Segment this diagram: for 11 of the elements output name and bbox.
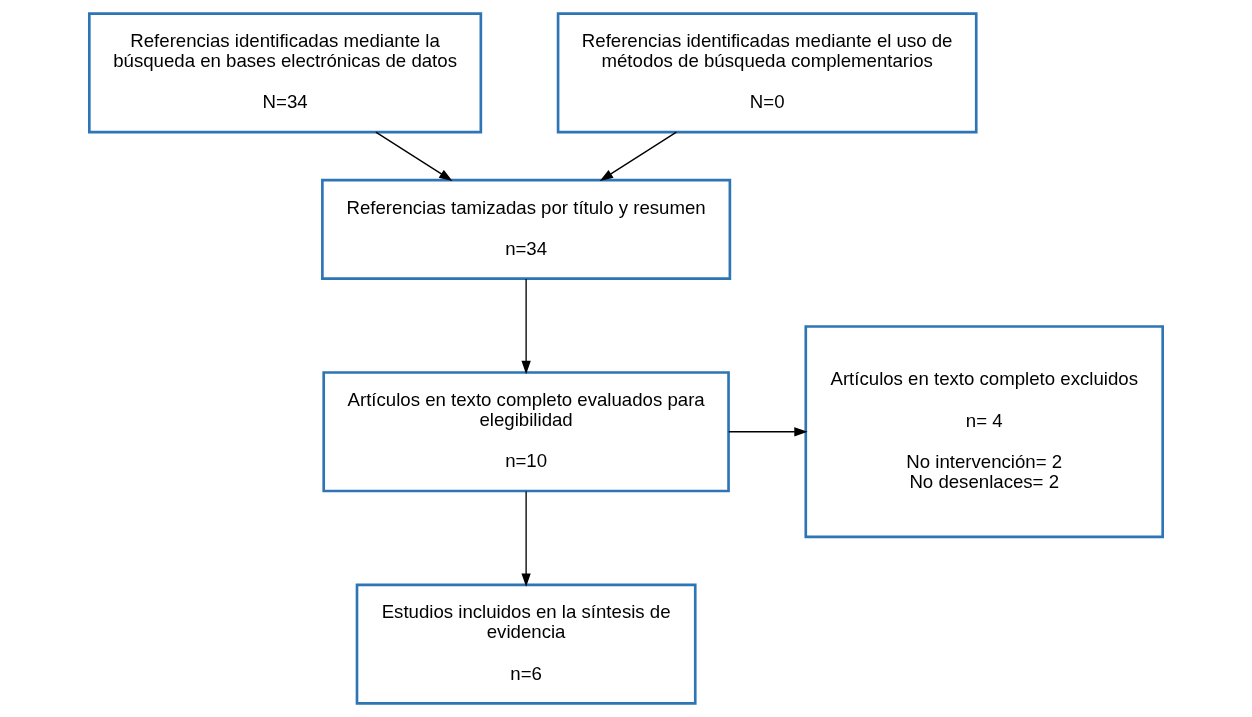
node-box: Artículos en texto completo evaluados para elegibilidad n=10 <box>322 371 730 493</box>
node-box: Referencias identificadas mediante el uso de métodos de búsqueda complementarios N=0 <box>556 12 978 134</box>
arrow <box>521 490 531 587</box>
node-box: Estudios incluidos en la síntesis de evidencia n=6 <box>355 583 697 705</box>
arrow <box>375 131 453 181</box>
arrow <box>728 427 808 437</box>
node-box: Referencias tamizadas por título y resumen n=34 <box>321 178 732 280</box>
arrow <box>599 131 678 181</box>
node-box: Referencias identificadas mediante la búsqueda en bases electrónicas de datos N=34 <box>88 12 483 134</box>
arrow <box>521 278 531 375</box>
node-box: Artículos en texto completo excluidos n= 4 No intervención= 2 No desenlaces= 2 <box>804 325 1164 539</box>
